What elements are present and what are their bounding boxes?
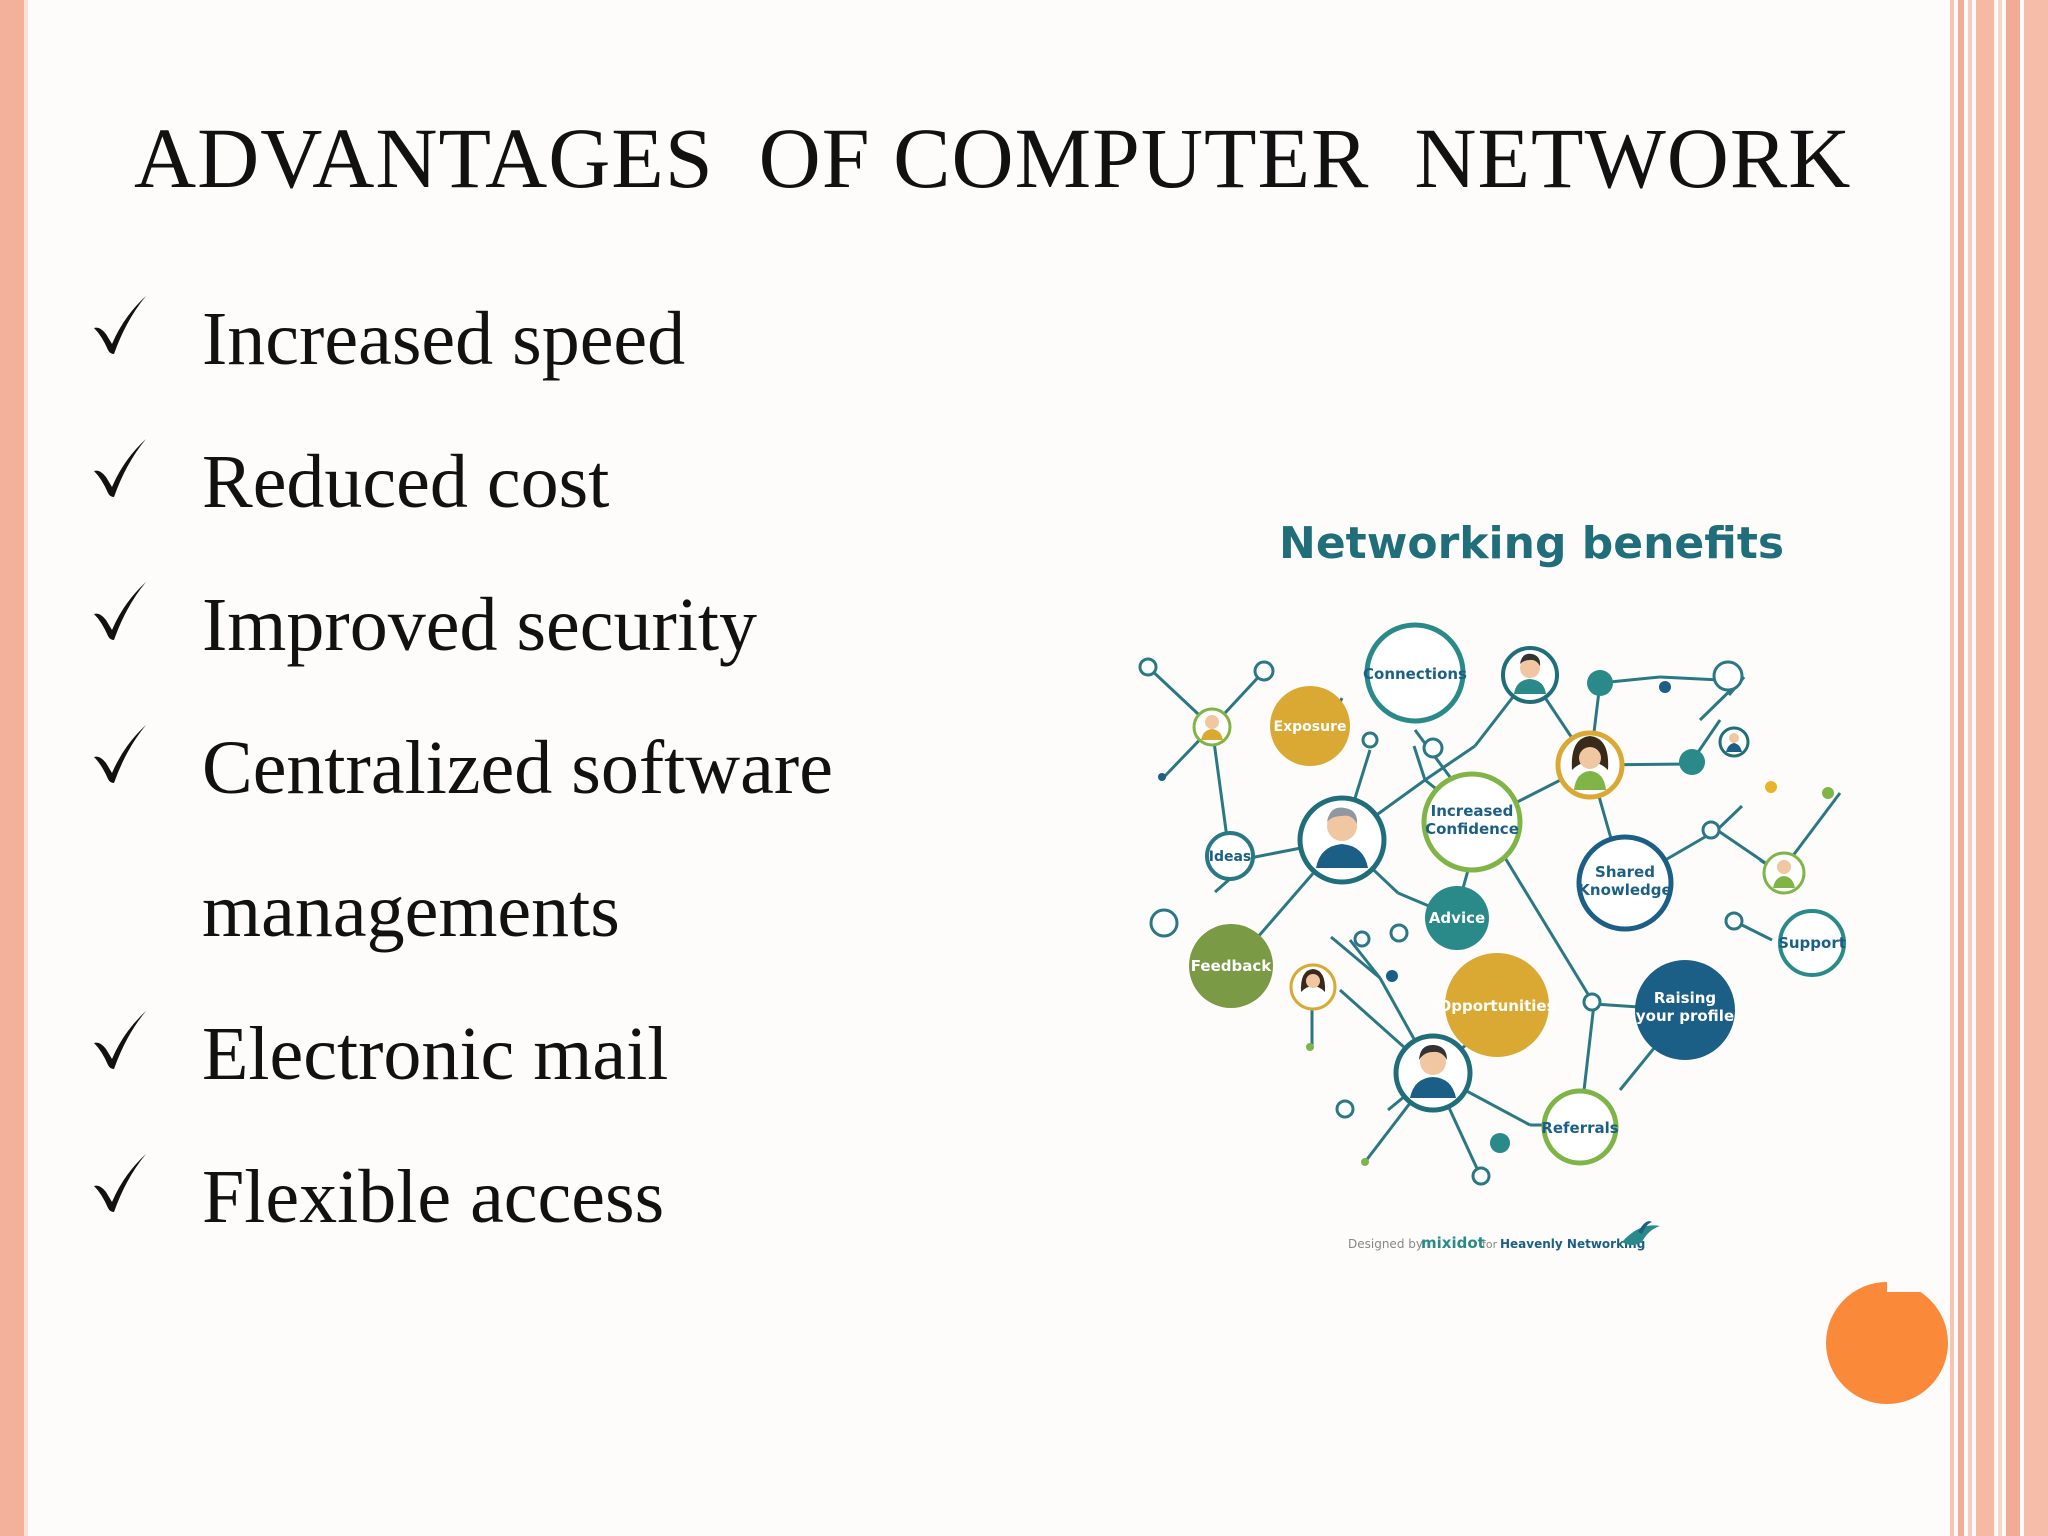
node-ideas: Ideas bbox=[1205, 831, 1255, 881]
node-feedback: Feedback bbox=[1189, 924, 1273, 1008]
bullet-text: Reduced cost bbox=[202, 440, 610, 524]
person-avatar-topleft bbox=[1192, 707, 1232, 747]
node-shared-knowledge: Shared Knowledge bbox=[1576, 834, 1674, 932]
svg-text:Opportunities: Opportunities bbox=[1438, 997, 1555, 1015]
bullet-text: managements bbox=[202, 869, 620, 953]
svg-text:Designed by: Designed by bbox=[1348, 1237, 1423, 1251]
checkmark-icon bbox=[94, 1154, 146, 1212]
svg-text:Referrals: Referrals bbox=[1541, 1119, 1618, 1137]
node-increased-confidence: Increased Confidence bbox=[1421, 771, 1523, 873]
designer-credit: Designed by mixidot for Heavenly Network… bbox=[1348, 1221, 1660, 1252]
person-avatar-top bbox=[1501, 646, 1559, 704]
filled-dots bbox=[1158, 670, 1834, 1166]
person-avatar-right bbox=[1762, 851, 1806, 895]
svg-text:Exposure: Exposure bbox=[1274, 719, 1347, 735]
svg-text:Knowledge: Knowledge bbox=[1578, 881, 1671, 899]
bullet-text: Flexible access bbox=[202, 1155, 665, 1239]
person-avatar-woman-left bbox=[1289, 963, 1337, 1011]
bullet-text: Centralized software bbox=[202, 726, 833, 810]
svg-text:Confidence: Confidence bbox=[1425, 820, 1519, 838]
person-avatar-center bbox=[1297, 795, 1387, 885]
person-avatar-woman-right bbox=[1555, 730, 1625, 800]
bullet-item: Electronic mail bbox=[90, 1005, 1090, 1105]
svg-text:Support: Support bbox=[1778, 934, 1846, 952]
svg-text:Advice: Advice bbox=[1429, 909, 1485, 927]
svg-text:Increased: Increased bbox=[1431, 802, 1514, 820]
svg-text:Feedback: Feedback bbox=[1191, 957, 1272, 975]
svg-text:Heavenly Networking: Heavenly Networking bbox=[1500, 1237, 1645, 1251]
bullet-item: Flexible access bbox=[90, 1148, 1090, 1248]
node-advice: Advice bbox=[1425, 886, 1489, 950]
left-border-highlight bbox=[24, 0, 28, 1536]
node-connections: Connections bbox=[1363, 622, 1467, 724]
slide-title: ADVANTAGES OF COMPUTER NETWORK bbox=[134, 110, 1852, 206]
checkmark-icon bbox=[94, 296, 146, 354]
svg-text:mixidot: mixidot bbox=[1421, 1234, 1485, 1252]
small-nodes bbox=[1138, 657, 1744, 1186]
svg-text:Connections: Connections bbox=[1363, 665, 1467, 683]
bird-logo-icon bbox=[1622, 1225, 1660, 1245]
person-avatar-bottom bbox=[1393, 1033, 1473, 1113]
right-border-stripes bbox=[1950, 0, 2048, 1536]
orange-circle-decoration bbox=[1826, 1282, 1948, 1404]
left-border-strip bbox=[0, 0, 24, 1536]
person-avatar-farright bbox=[1718, 726, 1750, 758]
networking-benefits-infographic: Networking benefits bbox=[1138, 518, 1846, 1252]
node-support: Support bbox=[1778, 909, 1846, 977]
checkmark-icon bbox=[94, 582, 146, 640]
bullet-text: Increased speed bbox=[202, 297, 686, 381]
bullet-item: Reduced cost bbox=[90, 433, 1090, 533]
svg-text:your profile: your profile bbox=[1636, 1007, 1734, 1025]
svg-text:Ideas: Ideas bbox=[1209, 849, 1252, 865]
infographic-title: Networking benefits bbox=[1279, 518, 1784, 569]
node-referrals: Referrals bbox=[1541, 1088, 1619, 1166]
bullet-item: Increased speed bbox=[90, 290, 1090, 390]
node-exposure: Exposure bbox=[1270, 686, 1350, 766]
bullet-text: Electronic mail bbox=[202, 1012, 669, 1096]
checkmark-icon bbox=[94, 725, 146, 783]
svg-text:Raising: Raising bbox=[1654, 989, 1716, 1007]
bullet-text: Improved security bbox=[202, 583, 758, 667]
bullet-item: Centralized software bbox=[90, 719, 1090, 819]
svg-text:for: for bbox=[1482, 1238, 1498, 1251]
bullet-item-continuation: managements bbox=[90, 862, 1090, 962]
checkmark-icon bbox=[94, 439, 146, 497]
svg-text:Shared: Shared bbox=[1595, 863, 1655, 881]
bullet-item: Improved security bbox=[90, 576, 1090, 676]
checkmark-icon bbox=[94, 1011, 146, 1069]
node-raising-profile: Raising your profile bbox=[1635, 960, 1735, 1060]
node-opportunities: Opportunities bbox=[1438, 953, 1556, 1057]
